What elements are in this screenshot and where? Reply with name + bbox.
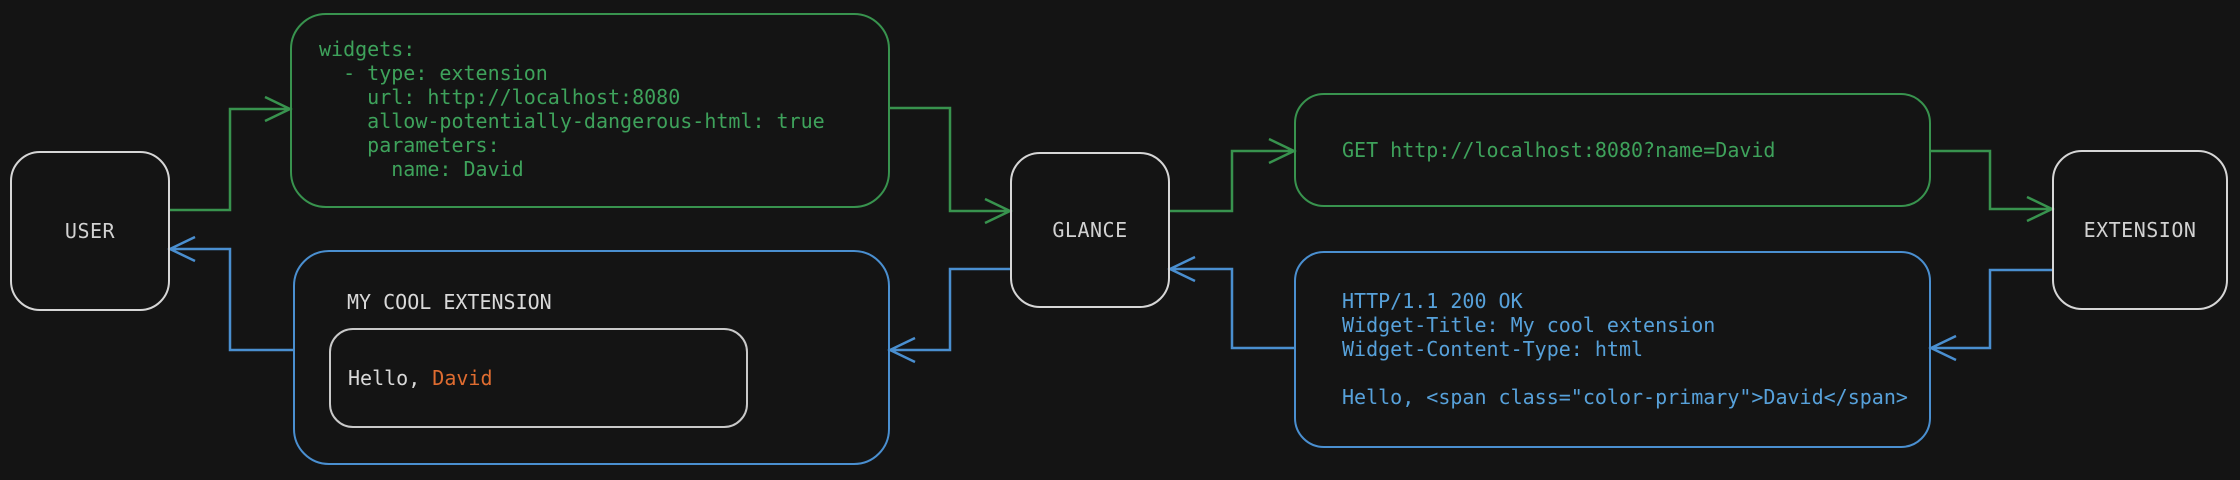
arrow-glance-to-widget <box>887 267 1010 364</box>
arrow-config-to-glance <box>890 106 1013 225</box>
greeting-name: David <box>432 366 493 390</box>
http-request-box: GET http://localhost:8080?name=David <box>1294 93 1931 207</box>
widget-greeting: Hello, David <box>331 366 493 390</box>
http-response-box: HTTP/1.1 200 OK Widget-Title: My cool ex… <box>1294 251 1931 448</box>
arrow-response-to-glance <box>1167 255 1294 350</box>
http-request-line: GET http://localhost:8080?name=David <box>1342 138 1776 162</box>
node-user-label: USER <box>64 219 116 243</box>
greeting-prefix: Hello, <box>348 366 433 390</box>
widget-preview-content-box: Hello, David <box>329 328 748 428</box>
arrow-request-to-extension <box>1931 149 2055 223</box>
http-response-code: HTTP/1.1 200 OK Widget-Title: My cool ex… <box>1342 289 1908 409</box>
node-glance-label: GLANCE <box>1052 218 1128 242</box>
node-extension-label: EXTENSION <box>2083 218 2197 242</box>
widget-preview-title: MY COOL EXTENSION <box>347 290 552 314</box>
arrow-user-to-config <box>170 95 293 212</box>
node-user: USER <box>10 151 170 311</box>
yaml-config-box: widgets: - type: extension url: http://l… <box>290 13 890 208</box>
widget-preview-box: MY COOL EXTENSION Hello, David <box>293 250 890 465</box>
arrow-glance-to-request <box>1170 137 1297 213</box>
yaml-config-code: widgets: - type: extension url: http://l… <box>319 37 825 181</box>
arrow-extension-to-response <box>1928 268 2052 362</box>
node-glance: GLANCE <box>1010 152 1170 308</box>
node-extension: EXTENSION <box>2052 150 2228 310</box>
arrow-widget-to-user <box>167 235 293 352</box>
